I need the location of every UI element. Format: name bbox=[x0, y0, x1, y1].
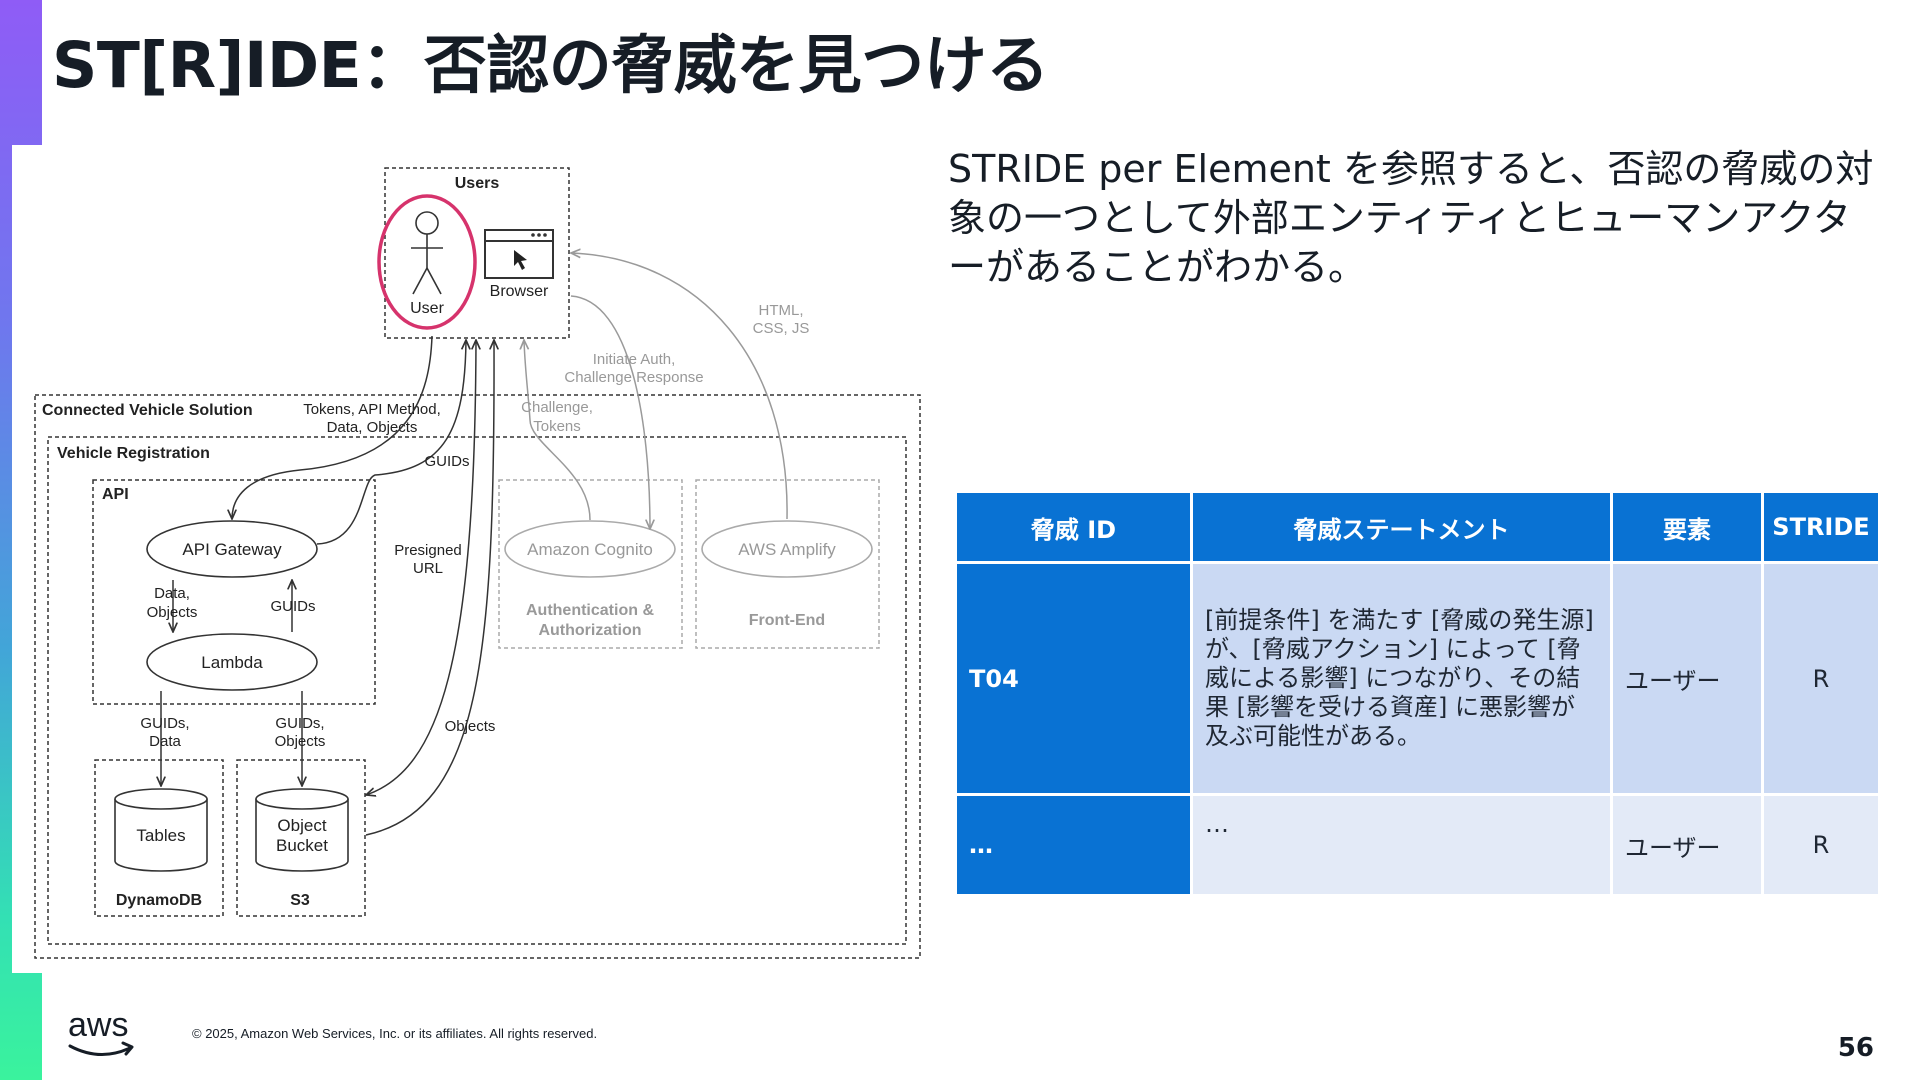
data-objects-label-line2: Objects bbox=[147, 604, 198, 621]
vehicle-registration-label: Vehicle Registration bbox=[57, 445, 210, 462]
tables-cylinder bbox=[114, 799, 208, 872]
threat-statement-cell: [前提条件] を満たす [脅威の発生源] が、[脅威アクション] によって [脅… bbox=[1193, 564, 1610, 793]
aws-amplify-label: AWS Amplify bbox=[738, 540, 836, 559]
accent-notch bbox=[12, 145, 42, 973]
s3-group bbox=[236, 759, 366, 917]
object-bucket-label-line1: Object bbox=[277, 816, 326, 835]
guids-data-label-line1: GUIDs, bbox=[140, 715, 189, 732]
aws-logo: aws bbox=[68, 1006, 134, 1057]
presigned-label-line1: Presigned bbox=[394, 542, 462, 559]
guids-top-label: GUIDs bbox=[425, 453, 470, 470]
data-objects-label-line1: Data, bbox=[154, 585, 190, 602]
s3-label: S3 bbox=[290, 892, 310, 909]
header-threat-id: 脅威 ID bbox=[957, 493, 1190, 561]
gateway-guids-to-user-arrow bbox=[316, 340, 466, 545]
users-group-label: Users bbox=[455, 175, 500, 192]
aws-amplify-node bbox=[701, 520, 873, 578]
api-group-label: API bbox=[102, 486, 129, 503]
amazon-cognito-label: Amazon Cognito bbox=[527, 540, 653, 559]
initiate-auth-label-line2: Challenge Response bbox=[564, 369, 703, 386]
copyright-notice: © 2025, Amazon Web Services, Inc. or its… bbox=[192, 1026, 598, 1041]
amplify-to-browser-arrow bbox=[571, 253, 788, 520]
objects-label: Objects bbox=[445, 718, 496, 735]
tables-label: Tables bbox=[136, 826, 185, 845]
connected-vehicle-label: Connected Vehicle Solution bbox=[42, 402, 253, 419]
user-actor-icon bbox=[411, 211, 443, 295]
architecture-diagram: Users User Browser Connected Vehicle Sol… bbox=[34, 167, 921, 959]
guids-gateway-label: GUIDs bbox=[271, 598, 316, 615]
challenge-label-line2: Tokens bbox=[533, 418, 581, 435]
auth-group bbox=[498, 479, 683, 649]
threat-id-cell: T04 bbox=[957, 564, 1190, 793]
browser-icon bbox=[484, 229, 554, 279]
api-gateway-label: API Gateway bbox=[182, 540, 282, 559]
lambda-label: Lambda bbox=[201, 653, 263, 672]
front-end-label: Front-End bbox=[749, 612, 825, 629]
table-header-row: 脅威 ID 脅威ステートメント 要素 STRIDE bbox=[957, 493, 1878, 561]
initiate-auth-label-line1: Initiate Auth, bbox=[593, 351, 676, 368]
cognito-to-browser-arrow bbox=[524, 340, 591, 521]
table-row: T04 [前提条件] を満たす [脅威の発生源] が、[脅威アクション] によっ… bbox=[957, 564, 1878, 793]
tables-cylinder-top bbox=[114, 788, 208, 810]
threat-table: 脅威 ID 脅威ステートメント 要素 STRIDE T04 [前提条件] を満た… bbox=[954, 490, 1881, 897]
stride-cell: R bbox=[1764, 796, 1878, 894]
presigned-url-arrow bbox=[366, 340, 476, 795]
dynamodb-group bbox=[94, 759, 224, 917]
browser-to-cognito-arrow bbox=[570, 295, 650, 529]
header-threat-statement: 脅威ステートメント bbox=[1193, 493, 1610, 561]
auth-label-line1: Authentication & bbox=[526, 602, 654, 619]
element-cell: ユーザー bbox=[1613, 796, 1761, 894]
users-group bbox=[384, 167, 570, 339]
guids-data-label-line2: Data bbox=[149, 733, 181, 750]
header-element: 要素 bbox=[1613, 493, 1761, 561]
api-gateway-node bbox=[146, 520, 318, 578]
html-css-label-line1: HTML, bbox=[759, 302, 804, 319]
guids-objects-label-line2: Objects bbox=[275, 733, 326, 750]
tokens-label-line1: Tokens, API Method, bbox=[303, 401, 441, 418]
threat-statement-cell: … bbox=[1193, 796, 1610, 894]
tokens-label-line2: Data, Objects bbox=[327, 419, 418, 436]
object-bucket-label-line2: Bucket bbox=[276, 836, 328, 855]
user-label: User bbox=[410, 300, 444, 317]
auth-label-line2: Authorization bbox=[538, 622, 641, 639]
threat-id-cell: … bbox=[957, 796, 1190, 894]
dynamodb-label: DynamoDB bbox=[116, 892, 202, 909]
guids-objects-label-line1: GUIDs, bbox=[275, 715, 324, 732]
stride-cell: R bbox=[1764, 564, 1878, 793]
table-row: … … ユーザー R bbox=[957, 796, 1878, 894]
challenge-label-line1: Challenge, bbox=[521, 399, 593, 416]
header-stride: STRIDE bbox=[1764, 493, 1878, 561]
user-highlight-circle bbox=[377, 194, 477, 330]
frontend-group bbox=[695, 479, 880, 649]
page-number: 56 bbox=[1837, 1033, 1874, 1063]
object-bucket-cylinder bbox=[255, 799, 349, 872]
object-bucket-cylinder-top bbox=[255, 788, 349, 810]
slide-title: ST[R]IDE：否認の脅威を見つける bbox=[52, 29, 1049, 102]
amazon-cognito-node bbox=[504, 520, 676, 578]
lambda-node bbox=[146, 633, 318, 691]
presigned-label-line2: URL bbox=[413, 560, 443, 577]
objects-upload-arrow bbox=[365, 340, 494, 836]
slide-description: STRIDE per Element を参照すると、否認の脅威の対象の一つとして… bbox=[948, 147, 1874, 289]
html-css-label-line2: CSS, JS bbox=[753, 320, 810, 337]
browser-label: Browser bbox=[490, 283, 549, 300]
aws-logo-text: aws bbox=[68, 1006, 128, 1044]
element-cell: ユーザー bbox=[1613, 564, 1761, 793]
